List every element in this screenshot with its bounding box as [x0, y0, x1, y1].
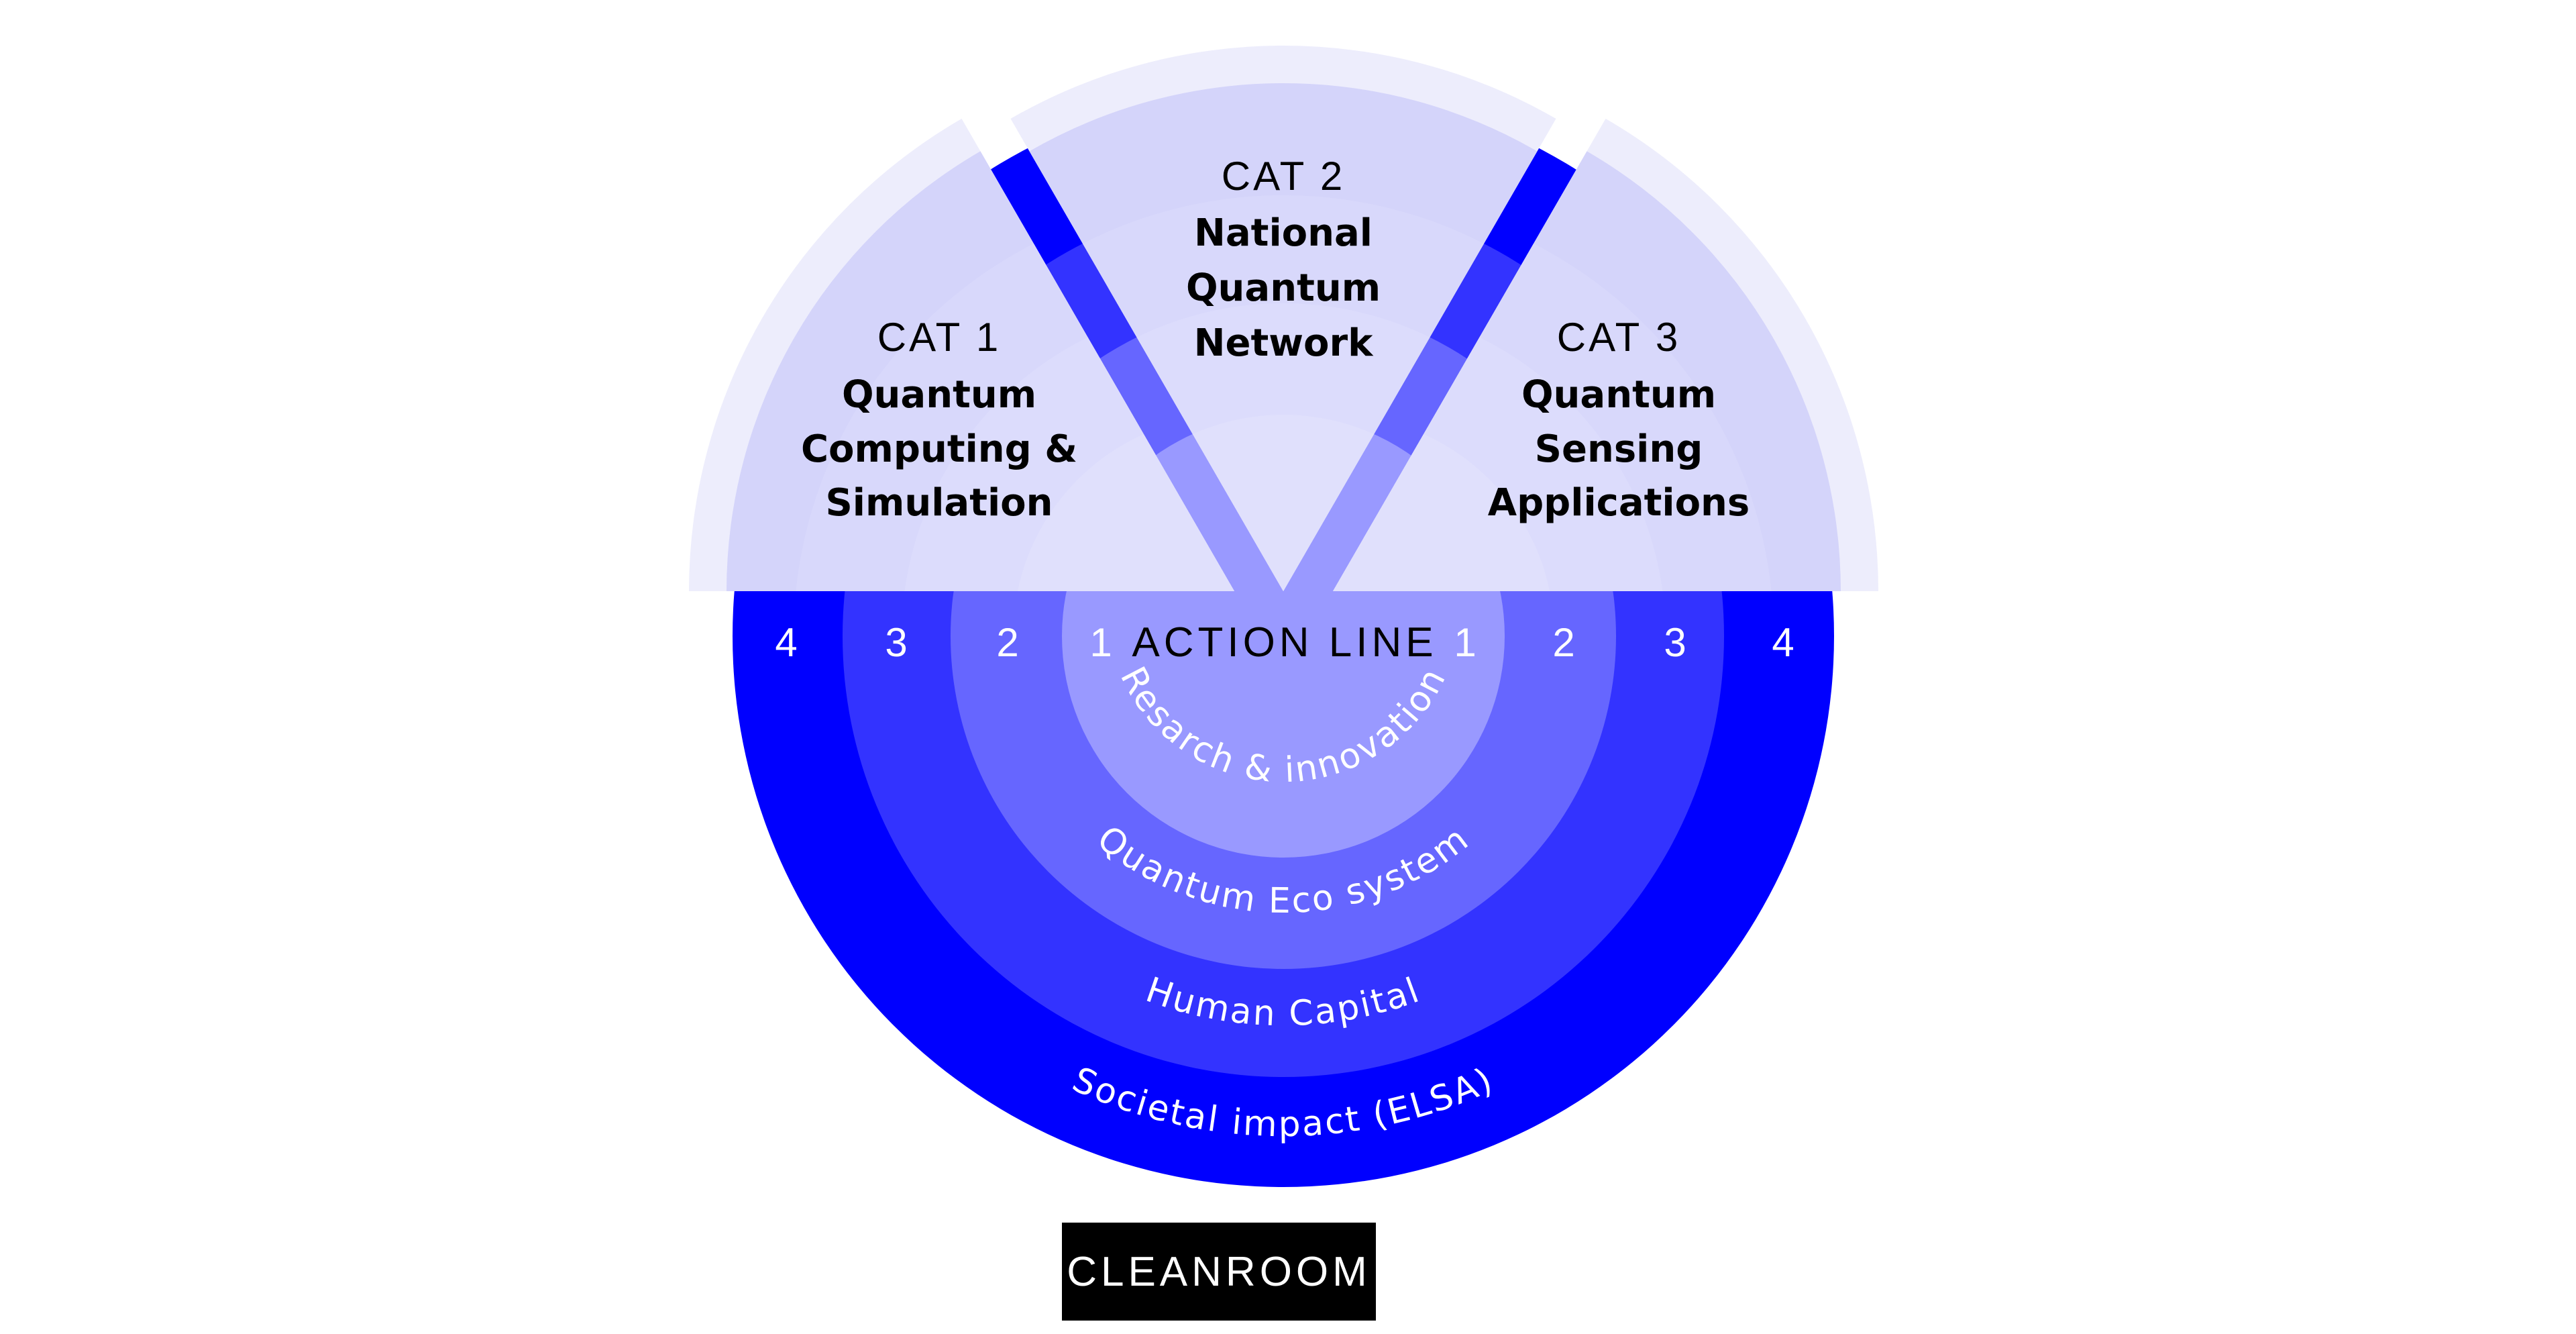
cat2-title-line-1: National — [1194, 211, 1373, 255]
ring-number-left-4: 4 — [775, 620, 797, 665]
cat3-ring-1 — [1333, 415, 1554, 591]
cat1-rings — [727, 151, 1234, 591]
cat3-ring-2 — [1333, 303, 1666, 591]
ring-number-right-2: 2 — [1552, 620, 1574, 665]
category-wedge-cat1[interactable] — [592, 0, 1876, 1278]
ring-number-right-3: 3 — [1664, 620, 1686, 665]
cat1-title-line-3: Simulation — [825, 481, 1053, 525]
cleanroom-button[interactable]: CLEANROOM — [1062, 1223, 1376, 1321]
ring-number-right-4: 4 — [1772, 620, 1794, 665]
cat3-ring-4 — [1333, 151, 1841, 591]
cat1-ring-4 — [727, 151, 1234, 591]
category-wedge-cat3[interactable] — [691, 0, 1975, 1278]
cat3-label: CAT 3 — [1557, 315, 1681, 360]
cat1-ring-2 — [902, 303, 1234, 591]
cat3-title-line-3: Applications — [1488, 481, 1750, 525]
cat1-text: CAT 1 Quantum Computing & Simulation — [801, 315, 1077, 525]
cat2-label: CAT 2 — [1222, 154, 1346, 199]
cat1-title-line-2: Computing & — [801, 427, 1077, 471]
cat1-label: CAT 1 — [877, 315, 1002, 360]
cat1-ring-1 — [1013, 415, 1234, 591]
ring-number-left-2: 2 — [996, 620, 1018, 665]
cat1-title-line-1: Quantum — [842, 373, 1036, 417]
cat3-text: CAT 3 Quantum Sensing Applications — [1488, 315, 1750, 525]
action-line-row: 4 3 2 1 ACTION LINE 1 2 3 4 — [775, 619, 1794, 666]
ring-number-right-1: 1 — [1454, 620, 1476, 665]
cat2-text: CAT 2 National Quantum Network — [1186, 154, 1381, 365]
cat3-title-line-2: Sensing — [1535, 427, 1703, 471]
cat2-title-line-3: Network — [1194, 321, 1374, 365]
cat3-title-line-1: Quantum — [1521, 373, 1716, 417]
cat3-rings — [1333, 151, 1841, 591]
action-line-title: ACTION LINE — [1132, 619, 1437, 666]
cleanroom-label: CLEANROOM — [1067, 1248, 1371, 1295]
cat2-title-line-2: Quantum — [1186, 266, 1381, 310]
ring-number-left-1: 1 — [1089, 620, 1112, 665]
ring-number-left-3: 3 — [885, 620, 907, 665]
